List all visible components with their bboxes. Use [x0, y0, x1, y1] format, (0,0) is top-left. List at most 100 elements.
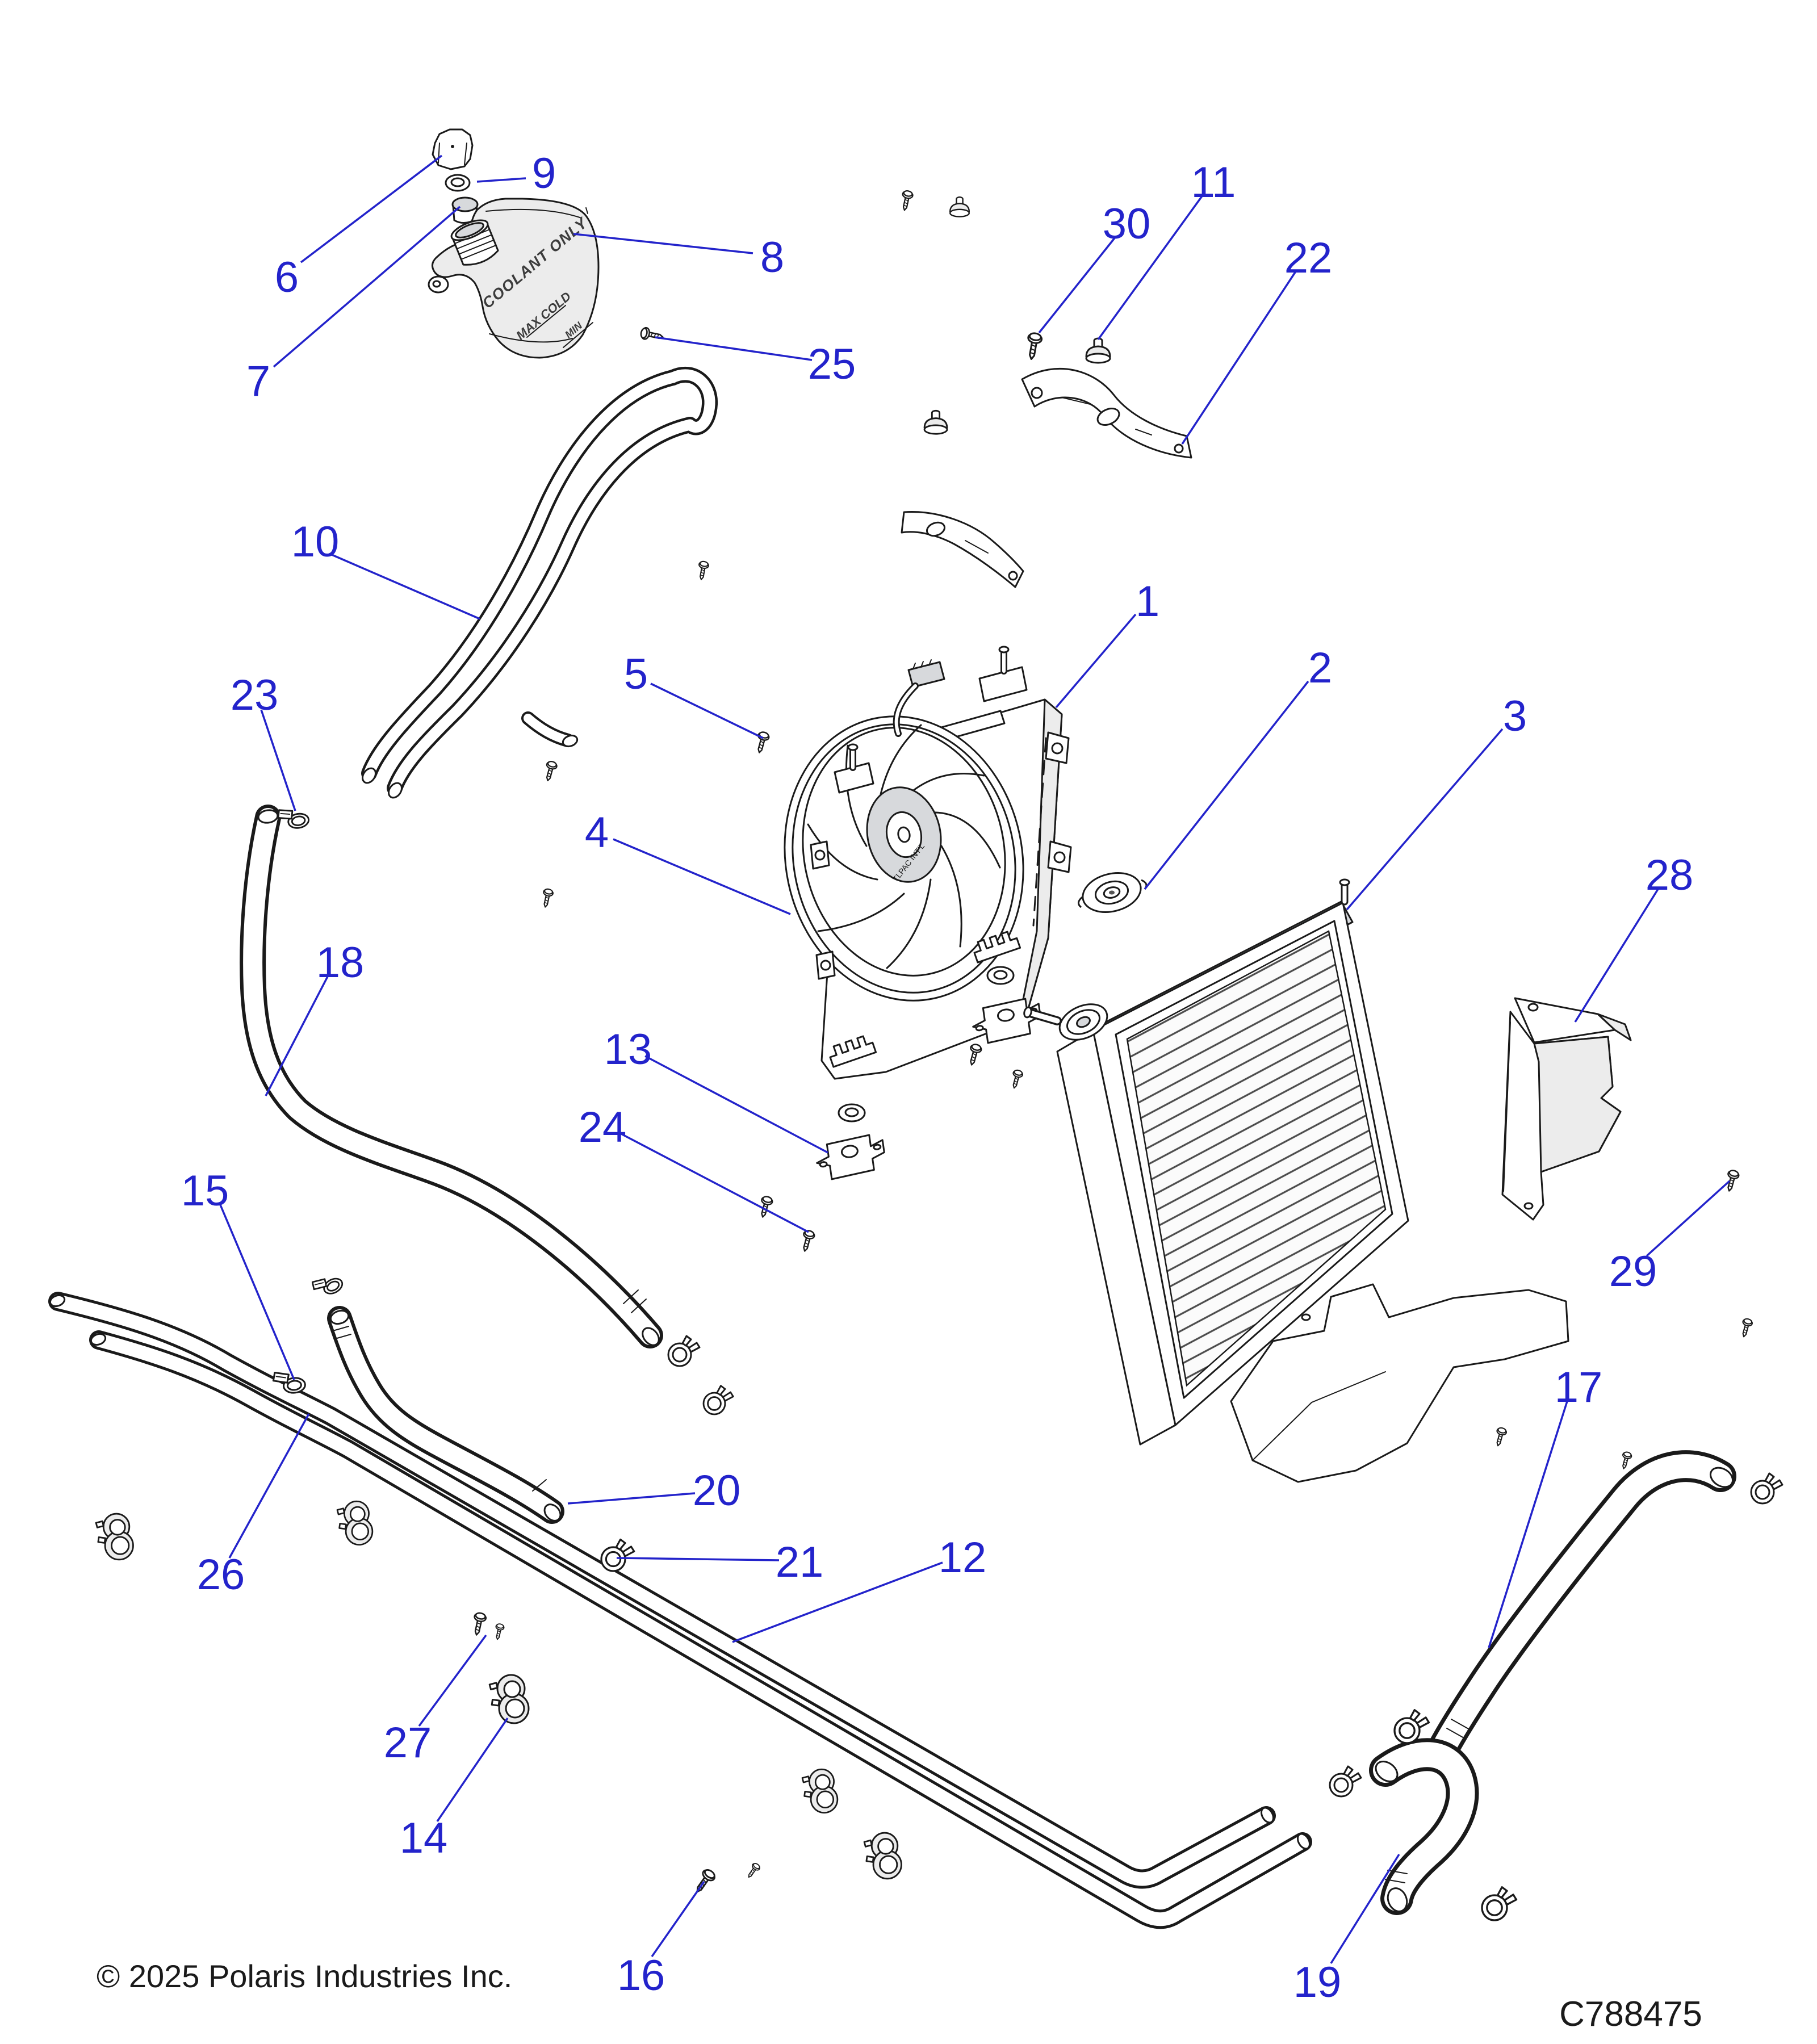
- callout-leader-8: [573, 233, 753, 254]
- callout-leader-2: [1144, 680, 1309, 890]
- callout-leader-3: [1346, 728, 1504, 911]
- callout-number-9: 9: [532, 149, 556, 198]
- callout-number-28: 28: [1646, 851, 1694, 899]
- bypass-hose: [329, 1309, 563, 1524]
- callout-number-27: 27: [384, 1719, 432, 1767]
- coolant-bottle: COOLANT ONLY MAX COLD MIN: [428, 198, 600, 359]
- air-shroud-lower: [1230, 1283, 1569, 1483]
- screw: [1023, 331, 1044, 362]
- screw: [691, 1866, 718, 1896]
- spring-clamp: [1750, 1472, 1783, 1505]
- callout-leader-16: [651, 1880, 705, 1958]
- screw: [1492, 1426, 1508, 1448]
- callout-number-24: 24: [579, 1103, 627, 1151]
- callout-number-25: 25: [808, 340, 856, 388]
- callout-number-2: 2: [1308, 644, 1332, 692]
- coolant-tube-pair: [49, 1293, 1312, 1919]
- callout-leader-29: [1646, 1180, 1731, 1257]
- engine-hose: [1372, 1754, 1462, 1914]
- rubber-mount: [1085, 337, 1111, 364]
- callout-leader-28: [1574, 889, 1659, 1023]
- radiator-hose-upper: [253, 809, 662, 1348]
- callout-number-17: 17: [1555, 1363, 1603, 1411]
- air-shroud-upper: [1501, 997, 1632, 1221]
- callout-leader-23: [260, 709, 296, 811]
- callout-number-15: 15: [181, 1167, 229, 1215]
- tube-clamp-half: [801, 1768, 839, 1814]
- tube-clamp-half: [488, 1674, 530, 1724]
- callout-leader-12: [732, 1561, 943, 1643]
- callout-leader-24: [619, 1132, 809, 1233]
- spring-clamp: [1481, 1886, 1518, 1921]
- fan-hub: TLPAC INT'L: [866, 786, 942, 883]
- callout-number-18: 18: [316, 939, 365, 987]
- rubber-washer: [838, 1103, 866, 1122]
- callout-number-1: 1: [1136, 577, 1159, 626]
- callout-leader-20: [567, 1492, 696, 1505]
- callout-number-22: 22: [1284, 234, 1333, 282]
- screw: [1008, 1068, 1024, 1090]
- callout-number-21: 21: [776, 1538, 824, 1586]
- bottle-mount-ear: [428, 275, 449, 294]
- tube-clamp-half: [863, 1832, 902, 1880]
- callout-number-12: 12: [939, 1534, 987, 1582]
- tube-clamp-half: [336, 1500, 374, 1546]
- overflow-hose-bundle: [360, 375, 710, 799]
- band-clamp: [309, 1269, 346, 1302]
- callout-leader-1: [1055, 613, 1137, 709]
- callout-number-3: 3: [1503, 692, 1527, 740]
- callout-number-19: 19: [1293, 1958, 1342, 2007]
- callout-leader-4: [613, 838, 791, 915]
- mounting-bracket-upper: [1021, 367, 1192, 459]
- fan-blades: [807, 724, 1001, 969]
- callout-number-13: 13: [604, 1025, 652, 1074]
- spring-clamp: [1329, 1765, 1362, 1798]
- callout-leader-9: [476, 177, 526, 183]
- screw: [542, 760, 559, 783]
- callout-leader-21: [616, 1557, 780, 1561]
- radiator: [1023, 878, 1409, 1446]
- screw: [539, 887, 555, 909]
- callout-number-7: 7: [246, 357, 270, 405]
- callout-leader-15: [219, 1204, 295, 1380]
- fan-wire-connector: [893, 659, 945, 737]
- callout-number-26: 26: [197, 1551, 245, 1599]
- copyright-text: © 2025 Polaris Industries Inc.: [97, 1958, 512, 1994]
- tube-clamp-half: [95, 1513, 134, 1561]
- callout-number-23: 23: [231, 671, 279, 719]
- callout-number-29: 29: [1609, 1247, 1657, 1296]
- spring-clamp: [1393, 1709, 1430, 1744]
- callout-leader-25: [655, 336, 813, 361]
- callout-leader-26: [228, 1413, 310, 1559]
- callout-number-20: 20: [693, 1467, 741, 1515]
- mounting-bracket-lower: [901, 511, 1024, 588]
- cap-washer: [445, 174, 471, 192]
- screw: [744, 1861, 762, 1880]
- screw: [1738, 1317, 1754, 1339]
- screw: [470, 1611, 488, 1637]
- screw: [798, 1229, 817, 1254]
- rubber-washer: [986, 966, 1015, 985]
- radiator-bracket: [813, 1132, 888, 1182]
- callout-number-10: 10: [291, 518, 340, 566]
- spring-clamp: [600, 1538, 635, 1572]
- callout-number-4: 4: [585, 809, 609, 857]
- callout-number-6: 6: [275, 253, 299, 301]
- callout-leader-19: [1330, 1854, 1400, 1964]
- spring-clamp: [667, 1335, 701, 1367]
- screw: [492, 1622, 505, 1641]
- callout-number-30: 30: [1103, 200, 1151, 248]
- callout-leader-30: [1038, 236, 1116, 334]
- rubber-mount: [923, 409, 948, 435]
- callout-number-14: 14: [400, 1814, 448, 1862]
- fan-mount-tab-top: [978, 646, 1028, 702]
- callout-number-5: 5: [624, 650, 648, 698]
- callout-leader-22: [1181, 271, 1297, 445]
- screw: [1723, 1168, 1741, 1193]
- diagram-code: C788475: [1559, 1995, 1702, 2034]
- callout-number-11: 11: [1191, 158, 1236, 207]
- callout-leader-27: [418, 1634, 487, 1727]
- radiator-hose-lower: [1424, 1464, 1736, 1771]
- callout-leader-7: [273, 206, 461, 368]
